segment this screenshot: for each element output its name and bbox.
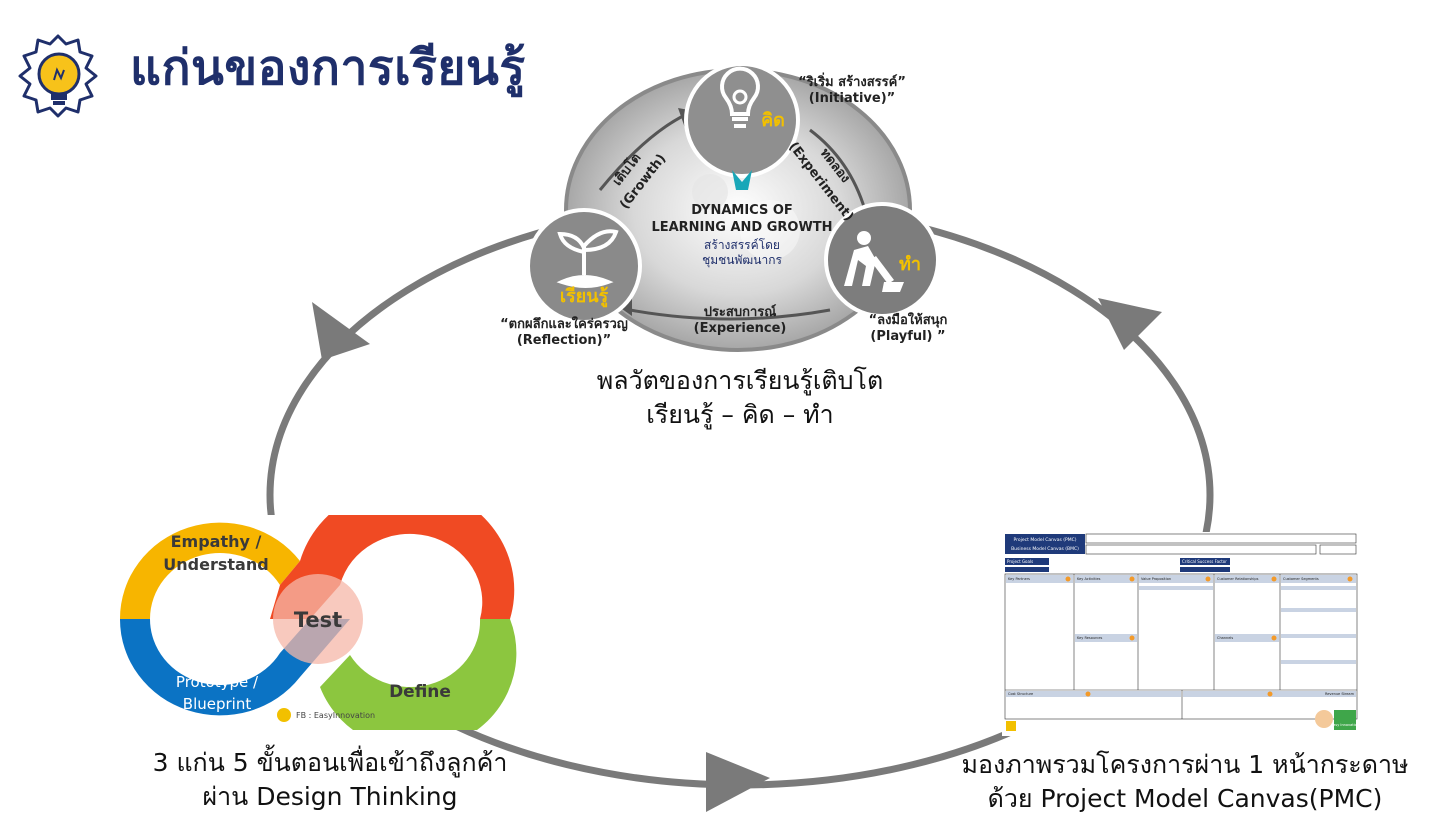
- pmc-revenue-label: Revenue Stream: [1325, 692, 1355, 696]
- initiative-th: “ริเริ่ม สร้างสรรค์”: [798, 72, 906, 90]
- caption-pmc-line2: ด้วย Project Model Canvas(PMC): [987, 784, 1383, 813]
- lightbulb-gear-icon: [720, 66, 760, 128]
- experience-th: ประสบการณ์: [704, 304, 777, 320]
- pmc-canvas: Project Model Canvas (PMC) Business Mode…: [1002, 532, 1360, 736]
- do-node: [824, 202, 940, 318]
- arrow-bottom-right: [706, 752, 770, 812]
- pmc-footer-logo: [1006, 721, 1016, 731]
- pmc-channels: Channels: [1217, 636, 1233, 640]
- learn-label: เรียนรู้: [560, 286, 609, 308]
- think-label: คิด: [761, 110, 785, 131]
- page-title: แก่นของการเรียนรู้: [130, 40, 526, 96]
- credit-label: FB : EasyInnovation: [296, 711, 375, 720]
- define-segment: [320, 619, 517, 730]
- center-sub-1: สร้างสรรค์โดย: [704, 238, 780, 252]
- center-title-1: DYNAMICS OF: [691, 203, 793, 218]
- caption-design-thinking: 3 แก่น 5 ขั้นตอนเพื่อเข้าถึงลูกค้า ผ่าน …: [110, 746, 550, 814]
- do-label: ทำ: [899, 254, 921, 275]
- design-thinking-diagram: Empathy / Understand Ideate Test Prototy…: [110, 515, 530, 730]
- prototype-label-1: Prototype /: [176, 673, 259, 691]
- lightbulb-logo-icon: [18, 34, 98, 118]
- empathy-label-1: Empathy /: [171, 532, 262, 551]
- caption-pmc-line1: มองภาพรวมโครงการผ่าน 1 หน้ากระดาษ: [961, 750, 1409, 779]
- caption-dynamics-line2: เรียนรู้ – คิด – ทำ: [646, 400, 834, 429]
- pmc-col-value: Value Proposition: [1141, 577, 1171, 581]
- caption-pmc: มองภาพรวมโครงการผ่าน 1 หน้ากระดาษ ด้วย P…: [935, 748, 1435, 816]
- pmc-col-segments: Customer Segments: [1283, 577, 1319, 581]
- center-sub-2: ชุมชนพัฒนากร: [702, 253, 782, 268]
- brand-logo-icon: [732, 170, 752, 190]
- empathy-segment: [119, 522, 300, 619]
- pmc-brand-icon: [1315, 710, 1333, 728]
- ideate-label: Ideate: [394, 539, 441, 557]
- reflection-en: (Reflection)”: [517, 333, 611, 348]
- caption-dynamics: พลวัตของการเรียนรู้เติบโต เรียนรู้ – คิด…: [520, 364, 960, 432]
- pmc-col-relationships: Customer Relationships: [1217, 577, 1259, 581]
- dynamics-diagram: คิด ทำ เรียนรู้ DYNAMICS OF LEARNING AND…: [500, 62, 948, 352]
- caption-dt-line2: ผ่าน Design Thinking: [202, 782, 458, 811]
- pmc-col-partners: Key Partners: [1008, 577, 1030, 581]
- initiative-en: (Initiative)”: [809, 91, 895, 106]
- playful-th: “ลงมือให้สนุก: [869, 311, 948, 328]
- sprout-icon: [556, 229, 619, 288]
- test-label: Test: [294, 608, 342, 632]
- pmc-goal-label: Project Goals: [1007, 559, 1033, 564]
- pmc-critical-label: Critical Success Factor: [1182, 559, 1227, 564]
- pmc-cost-label: Cost Structure: [1008, 692, 1033, 696]
- pmc-brand: Easy Innovation: [1331, 723, 1359, 727]
- caption-dt-line1: 3 แก่น 5 ขั้นตอนเพื่อเข้าถึงลูกค้า: [152, 748, 508, 777]
- caption-dynamics-line1: พลวัตของการเรียนรู้เติบโต: [596, 366, 884, 395]
- reflection-th: “ตกผลึกและใคร่ครวญ: [500, 315, 628, 332]
- credit-icon: [277, 708, 291, 722]
- empathy-label-2: Understand: [163, 555, 268, 574]
- arrow-right-up: [1098, 298, 1162, 350]
- center-title-2: LEARNING AND GROWTH: [651, 220, 832, 235]
- prototype-label-2: Blueprint: [183, 695, 252, 713]
- pmc-key-resources: Key Resources: [1077, 636, 1103, 640]
- worker-shovel-icon: [844, 231, 904, 292]
- pmc-title-1: Project Model Canvas (PMC): [1014, 537, 1077, 543]
- pmc-header: [1005, 534, 1085, 554]
- pmc-col-activities: Key Activities: [1077, 577, 1101, 581]
- pmc-title-2: Business Model Canvas (BMC): [1011, 546, 1079, 552]
- test-circle: [273, 574, 363, 664]
- experience-en: (Experience): [694, 321, 787, 336]
- define-label: Define: [389, 682, 451, 702]
- playful-en: (Playful) ”: [870, 329, 945, 344]
- arrow-left-down: [312, 302, 370, 360]
